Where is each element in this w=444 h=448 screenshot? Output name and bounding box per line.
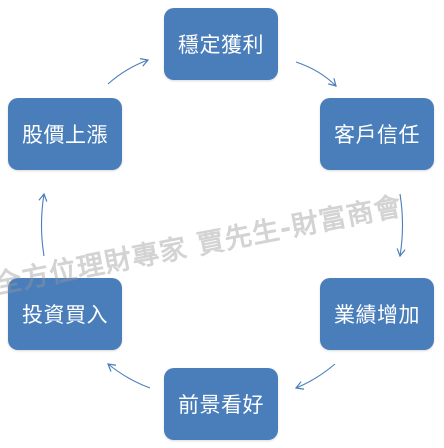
node-investment-buy: 投資買入 xyxy=(8,278,122,350)
node-stock-price-rise: 股價上漲 xyxy=(8,98,122,170)
arrow-right-to-right-bottom xyxy=(396,193,406,258)
arrow-bottom-to-left-bottom xyxy=(107,363,151,389)
node-sales-growth: 業績增加 xyxy=(320,278,434,350)
node-stable-profit: 穩定獲利 xyxy=(164,8,278,80)
arrow-right-bottom-to-bottom xyxy=(294,363,336,390)
node-good-outlook: 前景看好 xyxy=(164,368,278,440)
arrow-top-to-right xyxy=(295,61,337,87)
arrow-left-to-top xyxy=(107,58,150,85)
arrow-left-bottom-to-left xyxy=(38,192,48,257)
node-customer-trust: 客戶信任 xyxy=(320,98,434,170)
